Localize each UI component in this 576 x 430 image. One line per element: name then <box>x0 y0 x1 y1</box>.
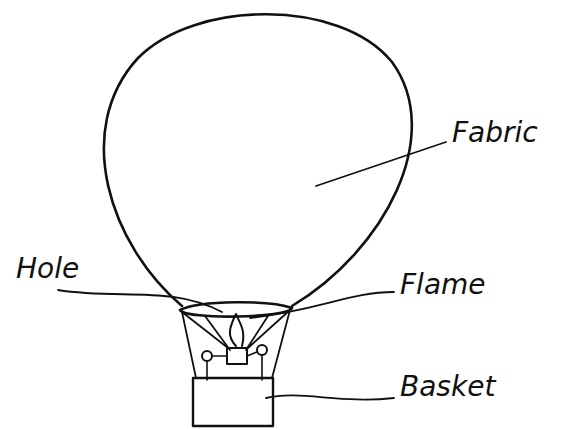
flame <box>230 314 243 346</box>
gas-tank <box>202 351 212 361</box>
burner <box>227 348 247 364</box>
leader-line <box>316 142 446 186</box>
basket <box>193 378 273 426</box>
leader-line <box>266 395 394 399</box>
basket-frame <box>182 310 290 378</box>
part-label: Flame <box>400 270 486 301</box>
part-label: Basket <box>400 372 495 403</box>
tank-pipes <box>207 352 262 380</box>
balloon-envelope <box>104 14 412 306</box>
gas-tank <box>257 345 267 355</box>
part-label: Hole <box>16 254 79 285</box>
leader-line <box>250 292 394 318</box>
part-label: Fabric <box>452 118 538 149</box>
leader-line <box>58 290 222 312</box>
